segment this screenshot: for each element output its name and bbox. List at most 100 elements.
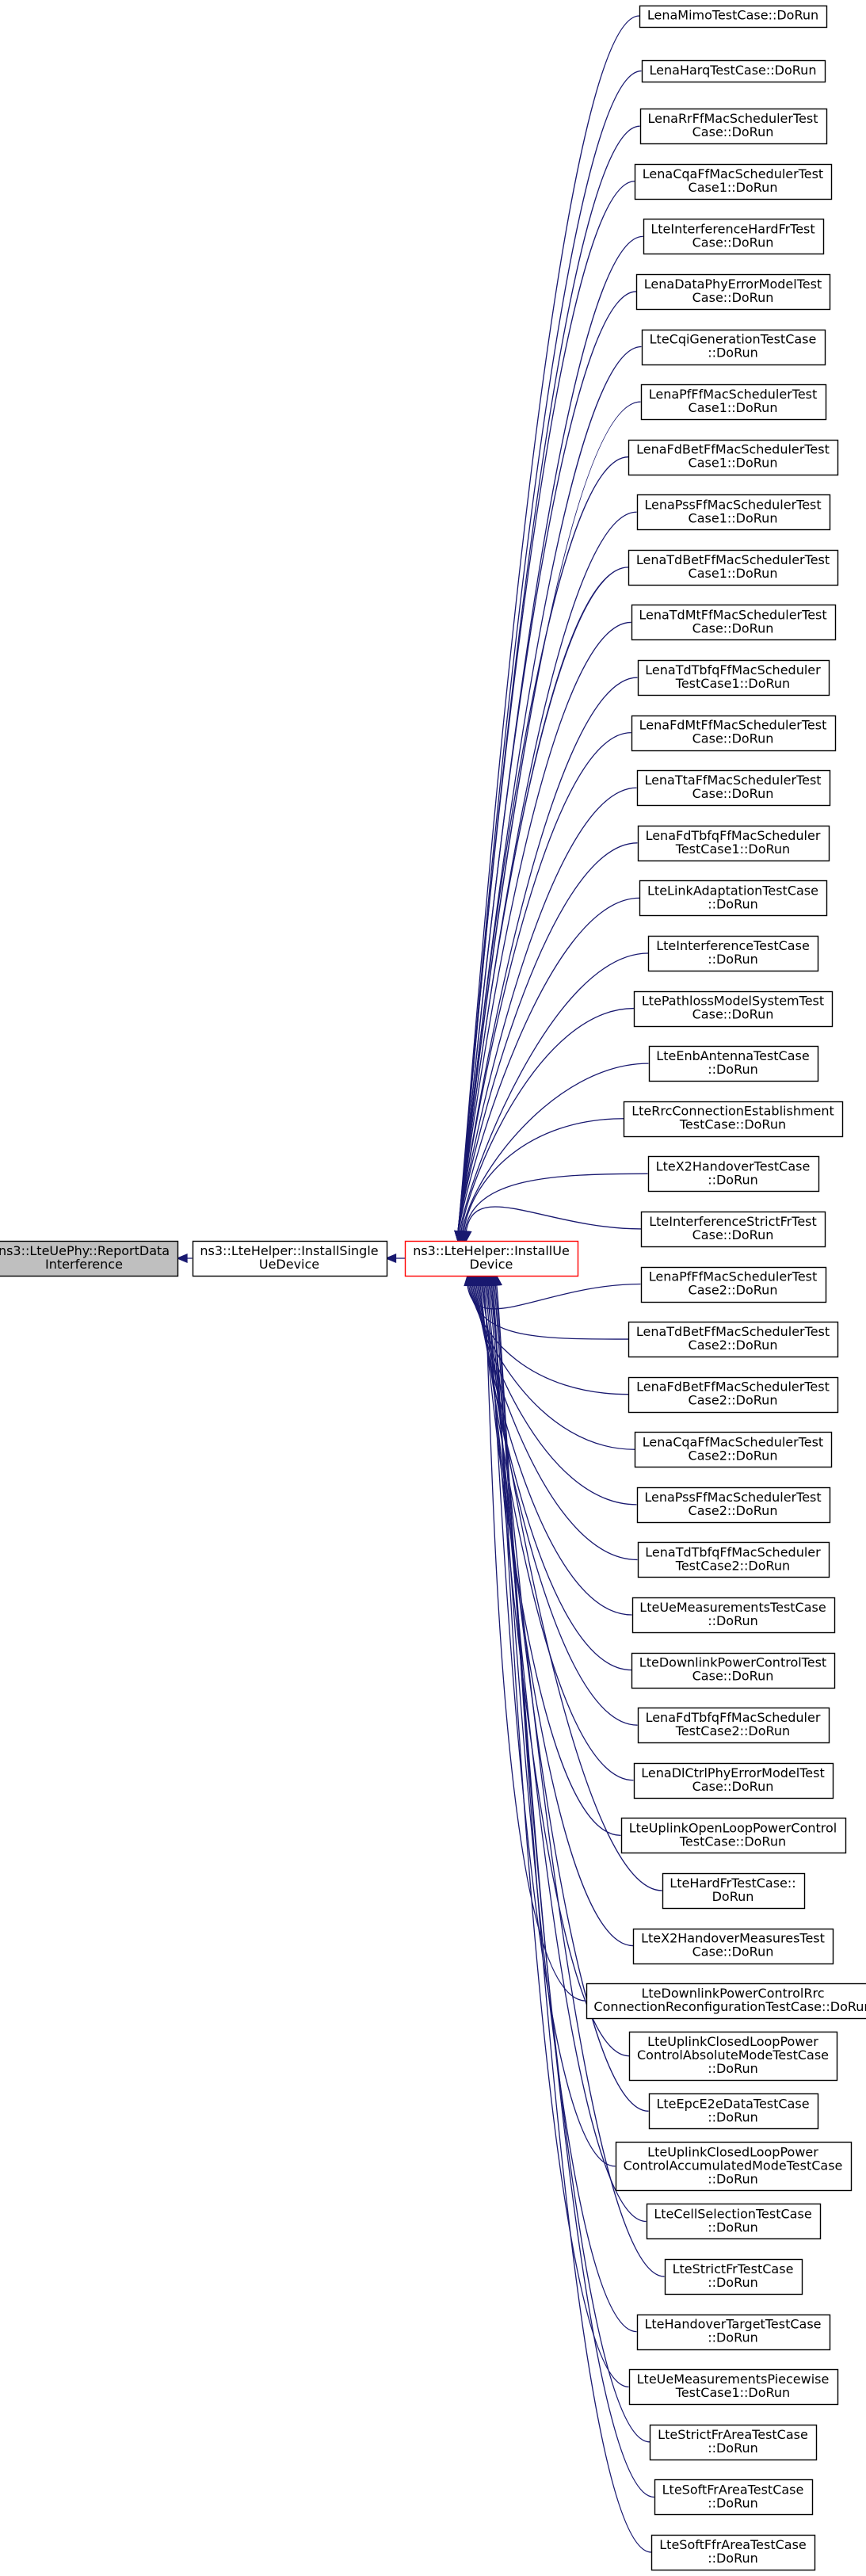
node-lteenbantennatestcase-dorun[interactable]: LteEnbAntennaTestCase::DoRun — [648, 1045, 819, 1082]
node-ltelinkadaptationtestcase-dorun[interactable]: LteLinkAdaptationTestCase::DoRun — [639, 880, 828, 917]
node-lteuplinkclosedlooppowercontrolabsolutemodetestcase-dorun[interactable]: LteUplinkClosedLoopPowerControlAbsoluteM… — [628, 2031, 838, 2082]
node-ltex2handovermeasurestestcase-dorun-label-line: Case::DoRun — [692, 1944, 774, 1960]
edge-ltex2handovertestcase-dorun — [464, 1173, 648, 1232]
node-lteuplinkopenlooppowercontroltestcase-dorun[interactable]: LteUplinkOpenLoopPowerControlTestCase::D… — [620, 1817, 847, 1854]
node-ltestrictfrareatestcase-dorun[interactable]: LteStrictFrAreaTestCase::DoRun — [649, 2424, 818, 2461]
node-lteuemeasurementspiecewisetestcase1-dorun[interactable]: LteUeMeasurementsPiecewiseTestCase1::DoR… — [628, 2368, 839, 2406]
node-ltehardfrtestcase-dorun[interactable]: LteHardFrTestCase::DoRun — [662, 1872, 806, 1910]
node-lenamimotestcase-dorun[interactable]: LenaMimoTestCase::DoRun — [639, 5, 828, 29]
edge-lenafdbetffmacschedulertestcase1-dorun — [457, 456, 629, 1232]
node-lenatdbetffmacschedulertestcase1-dorun-box — [628, 549, 839, 586]
node-ltesoftfrareatestcase-dorun[interactable]: LteSoftFrAreaTestCase::DoRun — [654, 2479, 814, 2516]
node-ltehandovertargettestcase-dorun[interactable]: LteHandoverTargetTestCase::DoRun — [636, 2314, 831, 2351]
node-lteinterferencetestcase-dorun[interactable]: LteInterferenceTestCase::DoRun — [647, 935, 819, 972]
node-lenafdtbfqffmacschedulertestcase1-dorun-label-line: LenaFdTbfqFfMacScheduler — [646, 828, 821, 843]
node-ltecellselectiontestcase-dorun-label-line: ::DoRun — [708, 2219, 758, 2234]
node-lteuemeasurementspiecewisetestcase1-dorun-box — [628, 2368, 839, 2406]
node-lenamimotestcase-dorun-box — [639, 5, 828, 29]
node-lenadataphyerrormodeltestcase-dorun-label-line: LenaDataPhyErrorModelTest — [644, 277, 822, 292]
node-lteuplinkclosedlooppowercontrolabsolutemodetestcase-dorun-label-line: ::DoRun — [708, 2061, 758, 2076]
node-ltecellselectiontestcase-dorun-label-line: LteCellSelectionTestCase — [654, 2206, 811, 2221]
node-ltehardfrtestcase-dorun-label-line: LteHardFrTestCase:: — [670, 1876, 795, 1891]
node-ltestrictfrtestcase-dorun[interactable]: LteStrictFrTestCase::DoRun — [664, 2258, 803, 2296]
edge-lteinterferencehardfrtestcase-dorun — [457, 235, 643, 1232]
node-ltedownlinkpowercontrolrrcconnectionreconfigurationtestcase-dorun[interactable]: LteDownlinkPowerControlRrcConnectionReco… — [586, 1983, 866, 2020]
edge-ltepathlossmodelsystemtestcase-dorun — [460, 1007, 635, 1232]
edge-ltedownlinkpowercontroltestcase-dorun — [475, 1284, 632, 1671]
node-lteuemeasurementstestcase-dorun[interactable]: LteUeMeasurementsTestCase::DoRun — [631, 1597, 836, 1634]
node-lenafdbetffmacschedulertestcase1-dorun-label-line: LenaFdBetFfMacSchedulerTest — [636, 442, 830, 457]
node-ltesoftffrareatestcase-dorun[interactable]: LteSoftFfrAreaTestCase::DoRun — [650, 2534, 816, 2571]
node-lteepce2edatatestcase-dorun-label-line: ::DoRun — [708, 2109, 758, 2124]
node-lteepce2edatatestcase-dorun[interactable]: LteEpcE2eDataTestCase::DoRun — [648, 2093, 819, 2130]
node-lenatdtbfqffmacschedulertestcase2-dorun-label-line: TestCase2::DoRun — [675, 1558, 790, 1573]
node-lenafdbetffmacschedulertestcase1-dorun-box — [628, 439, 839, 476]
node-lenadlctrlphyerrormodeltestcase-dorun-label-line: LenaDlCtrlPhyErrorModelTest — [641, 1765, 824, 1780]
node-lterrcconnectionestablishmenttestcase-dorun[interactable]: LteRrcConnectionEstablishmentTestCase::D… — [623, 1101, 844, 1138]
node-install-single-ue-device-label-line: ns3::LteHelper::InstallSingle — [200, 1243, 378, 1258]
node-ltepathlossmodelsystemtestcase-dorun-label-line: LtePathlossModelSystemTest — [642, 994, 824, 1009]
node-ltecqigenerationtestcase-dorun[interactable]: LteCqiGenerationTestCase::DoRun — [641, 329, 826, 366]
node-lenatdmtffmacschedulertestcase-dorun-label-line: Case::DoRun — [692, 620, 774, 635]
node-lteuplinkclosedlooppowercontrolabsolutemodetestcase-dorun-label-line: LteUplinkClosedLoopPower — [647, 2034, 818, 2049]
node-ltesoftfrareatestcase-dorun-label-line: LteSoftFrAreaTestCase — [662, 2482, 804, 2497]
node-lteuplinkopenlooppowercontroltestcase-dorun-label-line: LteUplinkOpenLoopPowerControl — [629, 1820, 837, 1835]
node-ltecellselectiontestcase-dorun[interactable]: LteCellSelectionTestCase::DoRun — [646, 2203, 822, 2240]
node-lenatdbetffmacschedulertestcase1-dorun-label-line: Case1::DoRun — [689, 566, 778, 581]
node-ltestrictfrareatestcase-dorun-label-line: LteStrictFrAreaTestCase — [658, 2427, 808, 2442]
node-lenafdtbfqffmacschedulertestcase2-dorun-box — [637, 1707, 830, 1744]
node-lenacqaffmacschedulertestcase1-dorun-label-line: LenaCqaFfMacSchedulerTest — [643, 166, 823, 181]
edge-lenafdtbfqffmacschedulertestcase2-dorun — [477, 1284, 638, 1726]
node-lteinterferencetestcase-dorun-box — [647, 935, 819, 972]
node-ltepathlossmodelsystemtestcase-dorun-label-line: Case::DoRun — [692, 1007, 774, 1022]
node-lteenbantennatestcase-dorun-label-line: LteEnbAntennaTestCase — [656, 1048, 809, 1063]
node-ltehardfrtestcase-dorun-label-line: DoRun — [712, 1889, 754, 1904]
node-lenattaffmacschedulertestcase-dorun-label-line: LenaTtaFfMacSchedulerTest — [644, 773, 821, 788]
edge-ltehardfrtestcase-dorun — [480, 1284, 662, 1891]
node-lteepce2edatatestcase-dorun-box — [648, 2093, 819, 2130]
node-ltepathlossmodelsystemtestcase-dorun-box — [633, 990, 834, 1028]
node-ltestrictfrtestcase-dorun-label-line: ::DoRun — [708, 2275, 758, 2290]
node-lenatdtbfqffmacschedulertestcase2-dorun-label-line: LenaTdTbfqFfMacScheduler — [645, 1544, 821, 1559]
node-ltex2handovertestcase-dorun[interactable]: LteX2HandoverTestCase::DoRun — [647, 1155, 820, 1193]
node-lteuplinkclosedlooppowercontrolaccumulatedmodetestcase-dorun-box — [615, 2141, 853, 2192]
node-lenacqaffmacschedulertestcase1-dorun-label-line: Case1::DoRun — [689, 180, 778, 195]
node-ltestrictfrareatestcase-dorun-label-line: ::DoRun — [708, 2441, 758, 2456]
edge-lenafdmtffmacschedulertestcase-dorun — [457, 731, 631, 1232]
node-lteuplinkclosedlooppowercontrolaccumulatedmodetestcase-dorun[interactable]: LteUplinkClosedLoopPowerControlAccumulat… — [615, 2141, 853, 2192]
node-lteuemeasurementspiecewisetestcase1-dorun-label-line: TestCase1::DoRun — [675, 2385, 790, 2400]
node-lenaharqtestcase-dorun[interactable]: LenaHarqTestCase::DoRun — [641, 59, 826, 83]
node-lenafdtbfqffmacschedulertestcase1-dorun-box — [637, 825, 830, 862]
edge-ltelinkadaptationtestcase-dorun — [458, 897, 640, 1232]
node-lterrcconnectionestablishmenttestcase-dorun-label-line: TestCase::DoRun — [679, 1117, 786, 1132]
node-ltedownlinkpowercontrolrrcconnectionreconfigurationtestcase-dorun-label-line: LteDownlinkPowerControlRrc — [641, 1986, 824, 2001]
